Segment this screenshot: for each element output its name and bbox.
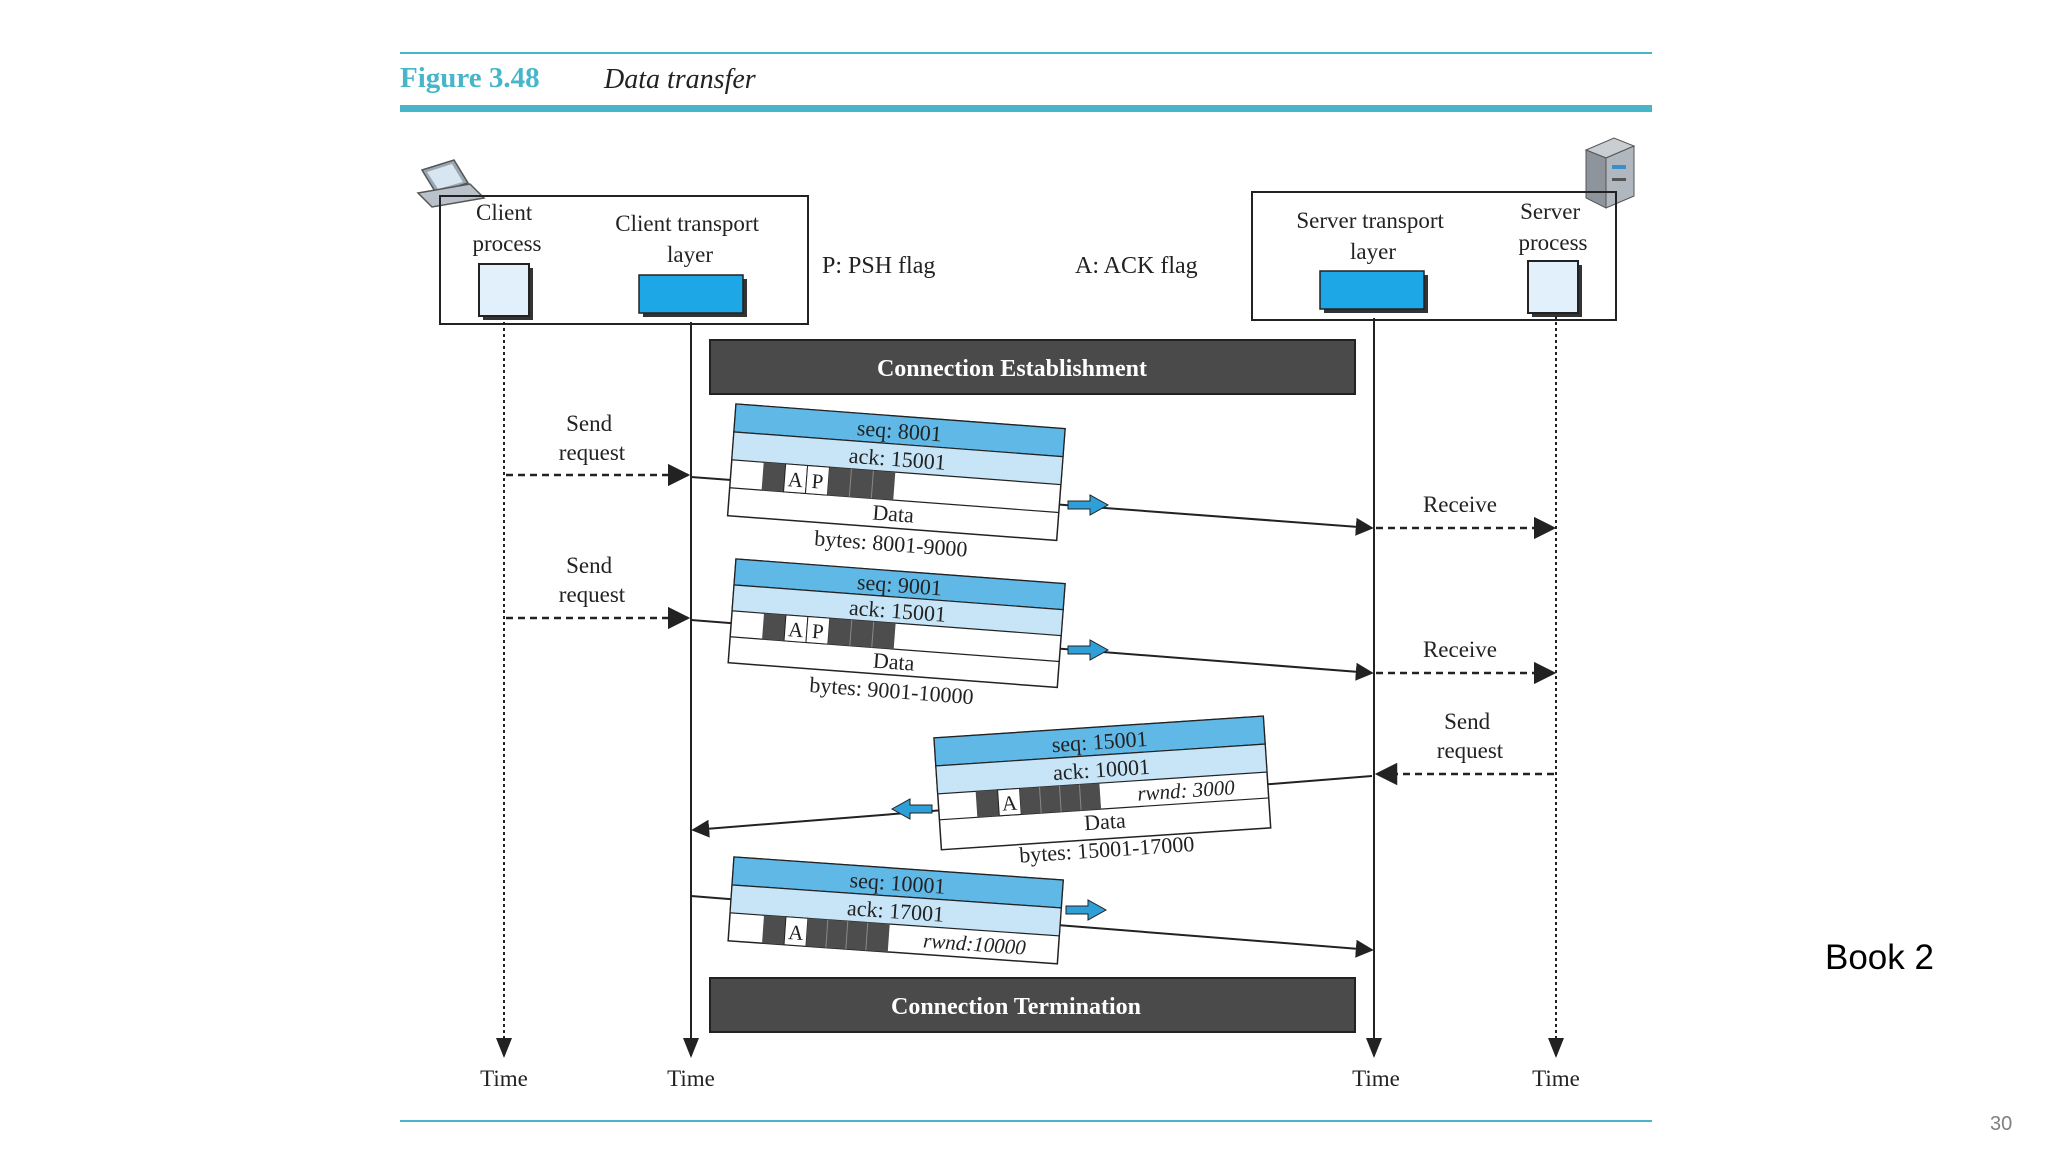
segment-1-data: Data (872, 500, 916, 528)
figure-title: Data transfer (603, 64, 756, 95)
legend-psh: P: PSH flag (822, 253, 935, 279)
send-request-label-2: Send request (559, 553, 626, 607)
side-note: Book 2 (1825, 938, 1934, 977)
segment-2-flag-p: P (811, 619, 824, 644)
client-process-label: Client process (473, 200, 542, 256)
time-label-server-process: Time (1532, 1066, 1580, 1091)
connection-establishment-bar (709, 339, 1356, 395)
legend-ack: A: ACK flag (1075, 253, 1198, 279)
segment-2-data: Data (872, 648, 916, 676)
segment-1-direction-icon (1067, 494, 1110, 516)
receive-label-1: Receive (1423, 492, 1497, 517)
client-box (439, 195, 809, 325)
page-number: 30 (1990, 1113, 2013, 1135)
segment-2: seq: 9001 ack: 15001 A P Data bytes: 900… (727, 558, 1066, 709)
time-label-client-process: Time (480, 1066, 528, 1091)
segment-1-flag-a: A (787, 467, 805, 492)
laptop-icon (416, 159, 486, 208)
segment-4-direction-icon (1065, 899, 1108, 921)
segment-4-flag-a: A (787, 920, 805, 945)
client-transport-label: Client transport layer (615, 211, 764, 267)
server-process-label: Server process (1519, 199, 1588, 255)
segment-2-direction-icon (1067, 639, 1110, 661)
send-request-label-1: Send request (559, 411, 626, 465)
server-icon (1584, 137, 1636, 209)
time-label-client-transport: Time (667, 1066, 715, 1091)
send-request-label-3: Send request (1437, 709, 1504, 763)
receive-label-2: Receive (1423, 637, 1497, 662)
figure-number: Figure 3.48 (400, 62, 540, 94)
segment-3-direction-icon (890, 798, 933, 820)
segment-3-data: Data (1083, 807, 1126, 835)
segment-4: seq: 10001 ack: 17001 A rwnd:10000 (727, 856, 1064, 965)
segment-3: seq: 15001 ack: 10001 A rwnd: 3000 Data … (933, 715, 1272, 868)
segment-1-flag-p: P (811, 469, 824, 494)
connection-termination-bar (709, 977, 1356, 1033)
server-transport-label: Server transport layer (1296, 208, 1449, 264)
segment-2-flag-a: A (787, 617, 805, 642)
figure-header-rule (400, 105, 1652, 112)
time-label-server-transport: Time (1352, 1066, 1400, 1091)
segment-1: seq: 8001 ack: 15001 A P Data bytes: 800… (726, 403, 1066, 562)
connection-termination-label: Connection Termination (891, 994, 1141, 1020)
connection-establishment-label: Connection Establishment (877, 356, 1147, 382)
server-box (1251, 191, 1617, 321)
segment-3-flag-a: A (1001, 791, 1019, 816)
